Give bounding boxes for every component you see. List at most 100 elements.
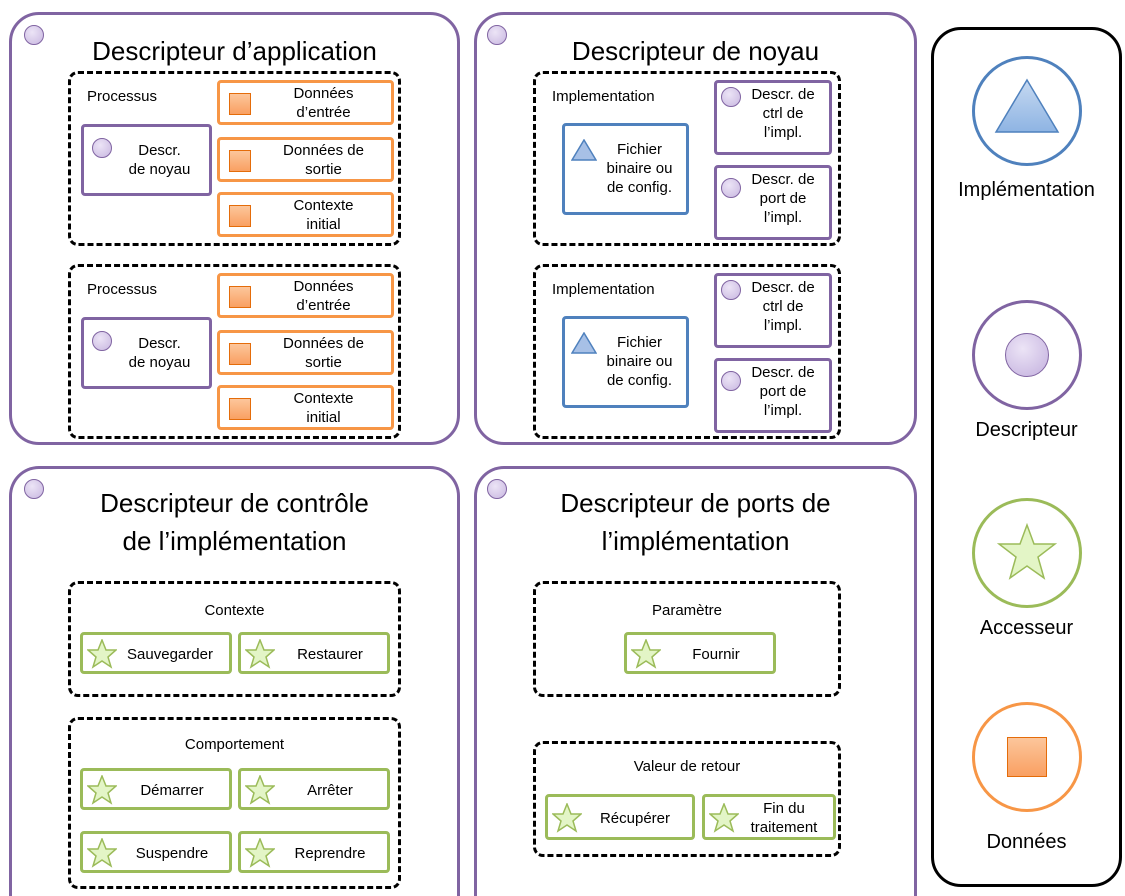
descriptor-circle-icon (487, 25, 507, 45)
accessor-star-icon (245, 838, 275, 868)
box-label: Descr. de port de l’impl. (751, 364, 815, 419)
box-label: Sauvegarder (127, 646, 213, 663)
box-label: Arrêter (307, 782, 353, 799)
kernel-descriptor-box: Descr. de noyau (81, 124, 212, 196)
panel-title-line2: de l’implémentation (122, 526, 347, 556)
box-label: Données de sortie (283, 335, 364, 371)
box-label: Contexte initial (293, 390, 354, 426)
panel-title-line1: Descripteur de ports de (560, 488, 831, 518)
initial-context-box: Contexte initial (217, 192, 394, 237)
group-label: Contexte (204, 602, 265, 619)
ctrl-descriptor-box: Descr. de ctrl de l’impl. (714, 273, 832, 348)
box-label: Contexte initial (293, 197, 354, 233)
legend-ring (972, 56, 1082, 166)
resume-accessor-box: Reprendre (238, 831, 390, 873)
accessor-star-icon (245, 775, 275, 805)
kernel-descriptor-panel: Descripteur de noyau Implementation Fich… (474, 12, 917, 445)
legend-item-accessor: Accesseur (934, 478, 1119, 678)
group-label: Comportement (184, 736, 285, 753)
box-label: Fournir (692, 646, 740, 663)
descriptor-circle-icon (721, 280, 741, 300)
data-square-icon (229, 93, 251, 115)
descriptor-circle-icon (487, 479, 507, 499)
return-value-group: Valeur de retour Récupérer Fin du traite… (533, 741, 841, 857)
box-label: Données d’entrée (293, 85, 354, 121)
restore-accessor-box: Restaurer (238, 632, 390, 674)
box-label: Démarrer (140, 782, 204, 799)
descriptor-circle-icon (92, 331, 112, 351)
star-icon (997, 523, 1057, 580)
legend-label: Accesseur (979, 617, 1074, 639)
panel-title: Descripteur de noyau (571, 36, 820, 66)
group-label: Paramètre (651, 602, 723, 619)
box-label: Fichier binaire ou de config. (606, 141, 673, 196)
panel-title-line2: l’implémentation (601, 526, 790, 556)
port-descriptor-box: Descr. de port de l’impl. (714, 358, 832, 433)
box-label: Suspendre (135, 845, 209, 862)
output-data-box: Données de sortie (217, 330, 394, 375)
initial-context-box: Contexte initial (217, 385, 394, 430)
input-data-box: Données d’entrée (217, 80, 394, 125)
process-group: Processus Descr. de noyau Données d’entr… (68, 71, 401, 246)
box-label: Données de sortie (283, 142, 364, 178)
legend-item-descriptor: Descripteur (934, 270, 1119, 470)
port-descriptor-box: Descr. de port de l’impl. (714, 165, 832, 240)
descriptor-circle-icon (721, 87, 741, 107)
legend-label: Descripteur (975, 419, 1078, 441)
binary-file-box: Fichier binaire ou de config. (562, 123, 689, 215)
data-square-icon (229, 286, 251, 308)
circle-icon (1005, 333, 1049, 377)
kernel-descriptor-box: Descr. de noyau (81, 317, 212, 389)
legend-label: Données (986, 831, 1067, 853)
box-label: Descr. de ctrl de l’impl. (751, 86, 815, 141)
application-descriptor-panel: Descripteur d’application Processus Desc… (9, 12, 460, 445)
group-label: Processus (87, 88, 158, 105)
panel-title-line1: Descripteur de contrôle (100, 488, 369, 518)
input-data-box: Données d’entrée (217, 273, 394, 318)
accessor-star-icon (552, 803, 582, 833)
accessor-star-icon (87, 639, 117, 669)
suspend-accessor-box: Suspendre (80, 831, 232, 873)
box-label: Données d’entrée (293, 278, 354, 314)
process-group: Processus Descr. de noyau Données d’entr… (68, 264, 401, 439)
data-square-icon (229, 205, 251, 227)
group-label: Implementation (552, 88, 655, 105)
accessor-star-icon (631, 639, 661, 669)
descriptor-circle-icon (24, 25, 44, 45)
ports-descriptor-panel: Descripteur de ports de l’implémentation… (474, 466, 917, 896)
legend-item-implementation: Implémentation (934, 30, 1119, 230)
box-label: Récupérer (599, 810, 671, 827)
implementation-group: Implementation Fichier binaire ou de con… (533, 71, 841, 246)
square-icon (1007, 737, 1047, 777)
context-group: Contexte Sauvegarder Restaurer (68, 581, 401, 697)
implementation-triangle-icon (571, 332, 597, 354)
box-label: Restaurer (297, 646, 363, 663)
ctrl-descriptor-box: Descr. de ctrl de l’impl. (714, 80, 832, 155)
retrieve-accessor-box: Récupérer (545, 794, 695, 840)
provide-accessor-box: Fournir (624, 632, 776, 674)
behaviour-group: Comportement Démarrer Arrêter Suspendre … (68, 717, 401, 889)
descriptor-circle-icon (92, 138, 112, 158)
box-label: Reprendre (294, 845, 366, 862)
output-data-box: Données de sortie (217, 137, 394, 182)
box-label: Descr. de ctrl de l’impl. (751, 279, 815, 334)
group-label: Valeur de retour (633, 758, 741, 775)
box-label: Descr. de noyau (128, 142, 191, 178)
group-label: Implementation (552, 281, 655, 298)
accessor-star-icon (245, 639, 275, 669)
implementation-group: Implementation Fichier binaire ou de con… (533, 264, 841, 439)
group-label: Processus (87, 281, 158, 298)
legend-panel: Implémentation Descripteur Accesseur Don… (931, 27, 1122, 887)
box-label: Descr. de noyau (128, 335, 191, 371)
legend-item-data: Données (934, 684, 1119, 884)
accessor-star-icon (709, 803, 739, 833)
data-square-icon (229, 150, 251, 172)
control-descriptor-panel: Descripteur de contrôle de l’implémentat… (9, 466, 460, 896)
accessor-star-icon (87, 775, 117, 805)
data-square-icon (229, 398, 251, 420)
legend-ring (972, 702, 1082, 812)
legend-ring (972, 498, 1082, 608)
descriptor-circle-icon (24, 479, 44, 499)
end-of-processing-accessor-box: Fin du traitement (702, 794, 836, 840)
legend-label: Implémentation (958, 179, 1095, 201)
